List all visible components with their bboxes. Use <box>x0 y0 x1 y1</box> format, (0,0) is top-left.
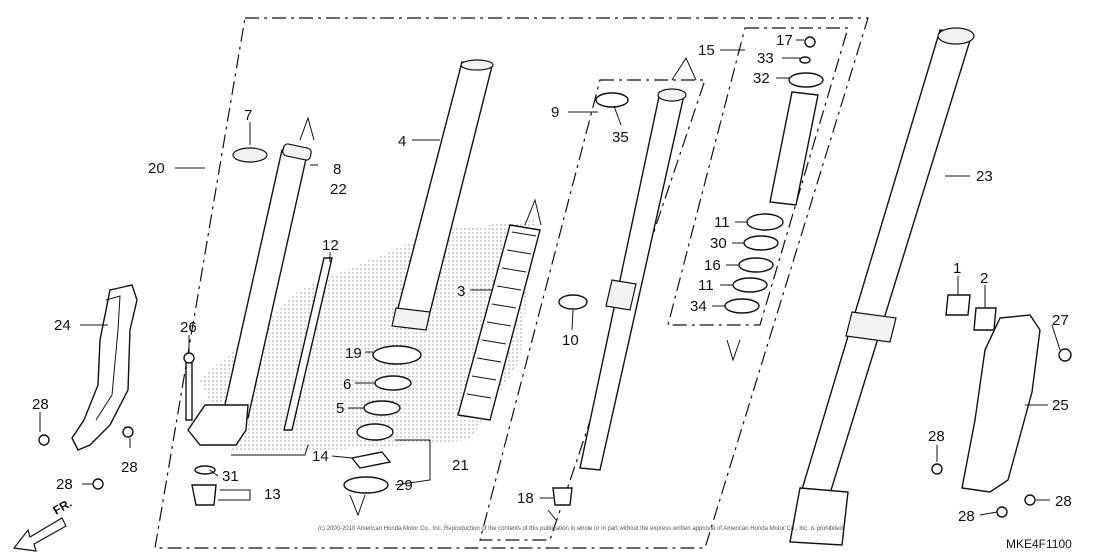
callout-28-l1: 28 <box>32 396 49 413</box>
callout-20: 20 <box>148 160 165 177</box>
callout-29: 29 <box>396 477 413 494</box>
callout-22: 22 <box>330 181 347 198</box>
callout-33: 33 <box>757 50 774 67</box>
callout-25: 25 <box>1052 397 1069 414</box>
callout-18: 18 <box>517 490 534 507</box>
callout-28-l3: 28 <box>56 476 73 493</box>
fork-spring-3 <box>457 224 541 421</box>
leader-lines <box>39 39 1061 521</box>
shim-11b <box>732 277 768 293</box>
ring-10 <box>558 294 588 310</box>
guide-rod-12 <box>283 257 333 431</box>
callout-28-r1: 28 <box>928 428 945 445</box>
callout-15: 15 <box>698 42 715 59</box>
front-label: FR. <box>51 496 75 518</box>
callout-11a: 11 <box>714 214 730 231</box>
callout-5: 5 <box>336 400 344 417</box>
bracket-1 <box>945 294 971 316</box>
callout-19: 19 <box>345 345 362 362</box>
callout-4: 4 <box>398 133 406 150</box>
callout-30: 30 <box>710 235 727 252</box>
callout-16: 16 <box>704 257 721 274</box>
callout-1: 1 <box>953 260 961 277</box>
bolt-28-right <box>931 463 943 475</box>
left-fork-guard <box>71 284 138 451</box>
bolt-27 <box>1058 348 1072 362</box>
bracket-2 <box>973 307 997 331</box>
callout-9: 9 <box>551 104 559 121</box>
callout-27: 27 <box>1052 312 1069 329</box>
callout-11b: 11 <box>698 277 714 294</box>
o-ring-32 <box>788 72 824 88</box>
callout-12: 12 <box>322 237 339 254</box>
damper-cartridge-9 <box>579 91 685 471</box>
callout-10: 10 <box>562 332 579 349</box>
callout-24: 24 <box>54 317 71 334</box>
callout-7: 7 <box>244 107 252 124</box>
callout-28-r2: 28 <box>1055 493 1072 510</box>
callout-28-l2: 28 <box>121 459 138 476</box>
valve-body <box>769 91 819 206</box>
ring-35 <box>595 92 629 108</box>
left-axle-holder <box>187 404 249 446</box>
callout-26: 26 <box>180 319 197 336</box>
shim-11a <box>746 213 784 231</box>
right-fork-tube-23 <box>799 29 973 501</box>
clip-14 <box>350 451 392 469</box>
callout-35: 35 <box>612 129 629 146</box>
bolt-28-right2 <box>1024 494 1036 506</box>
callout-13: 13 <box>264 486 281 503</box>
callout-17: 17 <box>776 32 793 49</box>
seal-5 <box>363 400 401 416</box>
group-boundary-inner-tube <box>479 79 706 541</box>
callout-2: 2 <box>980 270 988 287</box>
callout-3: 3 <box>457 283 465 300</box>
bolt-17 <box>804 36 816 48</box>
bolt-28-left3 <box>92 478 104 490</box>
callout-31: 31 <box>222 468 239 485</box>
center-bolt-13 <box>191 484 217 506</box>
ring-33 <box>799 56 811 64</box>
callout-14: 14 <box>312 448 329 465</box>
front-direction-arrow: FR. <box>12 496 75 552</box>
shim-34 <box>724 298 760 314</box>
bolt-28-left2 <box>122 426 134 438</box>
shim-30 <box>743 235 779 251</box>
pinch-bolt <box>185 357 193 421</box>
bolt-28-right3 <box>996 506 1008 518</box>
o-ring-31 <box>194 465 216 475</box>
oil-seal-19 <box>372 345 422 365</box>
callout-34: 34 <box>690 298 707 315</box>
bolt-28-left <box>38 434 50 446</box>
dust-seal-21 <box>356 423 394 441</box>
callout-32: 32 <box>753 70 770 87</box>
callout-21: 21 <box>452 457 469 474</box>
right-fork-guard <box>961 314 1041 493</box>
callout-8: 8 <box>333 161 341 178</box>
cap-18 <box>552 487 573 506</box>
right-axle-holder <box>789 487 849 546</box>
dotted-shading <box>200 220 535 450</box>
callout-6: 6 <box>343 376 351 393</box>
group-boundary-valve <box>667 27 849 326</box>
dust-seal-29 <box>343 476 389 494</box>
copyright-notice: (c) 2000-2010 American Honda Motor Co., … <box>318 526 845 532</box>
diagram-code: MKE4F1100 <box>1006 537 1072 551</box>
callout-28-r3: 28 <box>958 508 975 525</box>
seal-6 <box>374 375 412 391</box>
group-boundary-outer <box>154 17 869 549</box>
callout-23: 23 <box>976 168 993 185</box>
shim-16 <box>738 257 774 273</box>
